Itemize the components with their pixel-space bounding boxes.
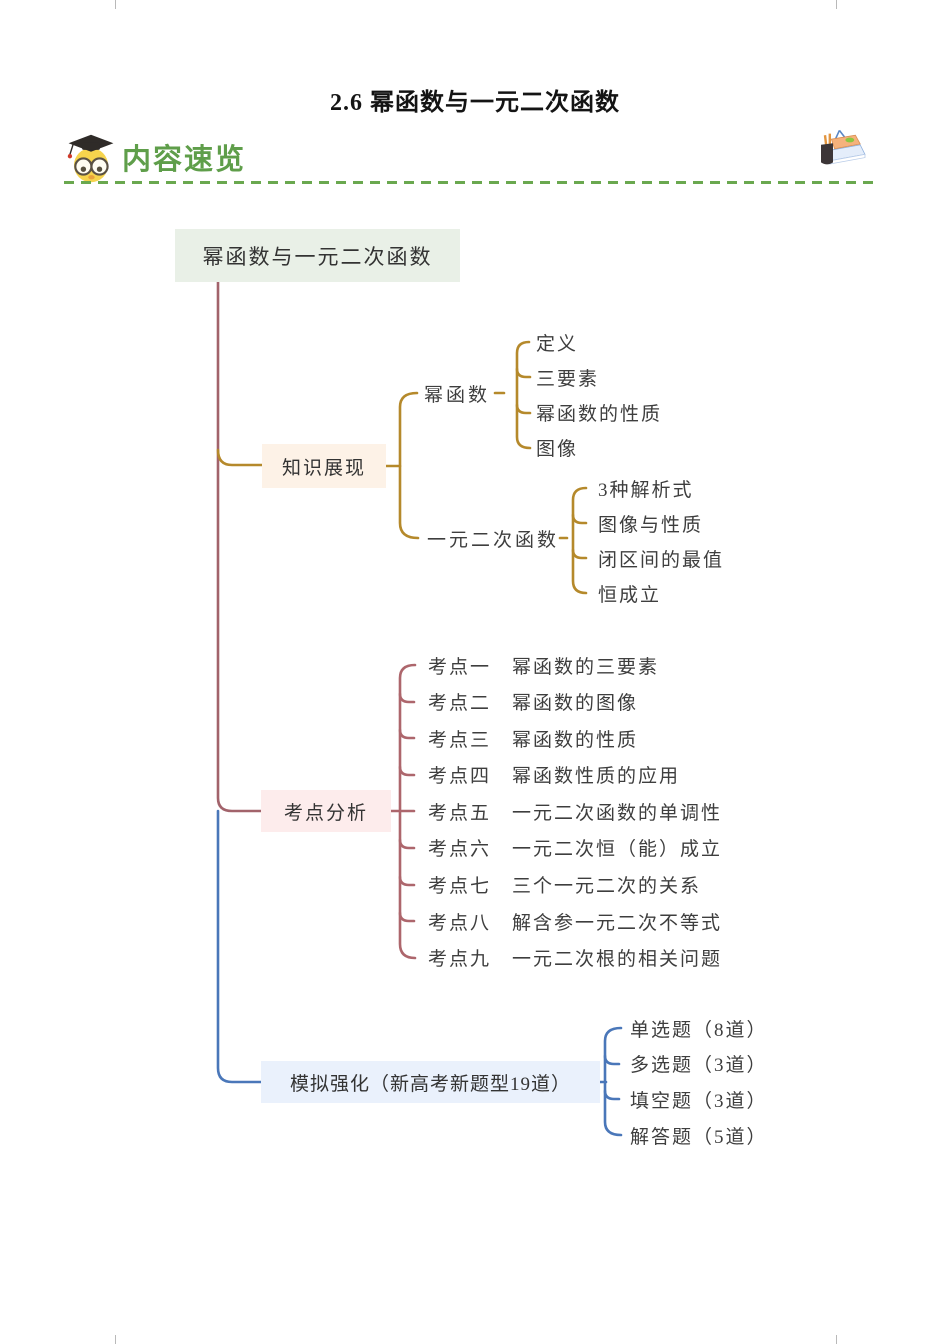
exam-points-list: 考点一 幂函数的三要素考点二 幂函数的图像考点三 幂函数的性质考点四 幂函数性质… bbox=[428, 652, 722, 971]
mindmap-root-node: 幂函数与一元二次函数 bbox=[175, 229, 460, 282]
branch-node-mock-practice: 模拟强化（新高考新题型19道） bbox=[261, 1061, 600, 1103]
mock-question-types: 单选题（8道） 多选题（3道） 填空题（3道） 解答题（5道） bbox=[630, 1015, 768, 1148]
exam-point-item: 考点七 三个一元二次的关系 bbox=[428, 876, 702, 898]
text-boundary-mark bbox=[836, 0, 837, 9]
quadratic-function-child: 3种解析式 bbox=[598, 479, 694, 501]
text-boundary-mark bbox=[115, 0, 116, 9]
power-function-child: 图像 bbox=[536, 439, 579, 461]
quadratic-function-child: 恒成立 bbox=[598, 584, 662, 606]
quadratic-function-child: 图像与性质 bbox=[598, 514, 704, 536]
quadratic-function-children: 3种解析式图像与性质闭区间的最值恒成立 bbox=[598, 475, 724, 606]
exam-point-item: 考点三 幂函数的性质 bbox=[428, 729, 639, 751]
branch-node-knowledge: 知识展现 bbox=[262, 444, 386, 488]
text-boundary-mark bbox=[836, 1335, 837, 1344]
question-type-item: 多选题（3道） bbox=[630, 1055, 768, 1077]
dashed-divider bbox=[64, 181, 876, 184]
exam-point-item: 考点六 一元二次恒（能）成立 bbox=[428, 839, 723, 861]
power-function-child: 三要素 bbox=[536, 368, 600, 390]
books-stationery-icon bbox=[812, 124, 870, 177]
page-title: 2.6 幂函数与一元二次函数 bbox=[330, 90, 620, 116]
question-type-item: 解答题（5道） bbox=[630, 1126, 768, 1148]
exam-point-item: 考点九 一元二次根的相关问题 bbox=[428, 949, 723, 971]
power-function-child: 幂函数的性质 bbox=[536, 404, 663, 426]
quadratic-function-child: 闭区间的最值 bbox=[598, 549, 725, 571]
power-function-children: 定义三要素幂函数的性质图像 bbox=[536, 329, 662, 461]
owl-graduate-icon bbox=[64, 132, 118, 189]
text-boundary-mark bbox=[115, 1335, 116, 1344]
exam-point-item: 考点二 幂函数的图像 bbox=[428, 693, 639, 715]
subnode-quadratic-function: 一元二次函数 bbox=[427, 529, 560, 551]
question-type-item: 单选题（8道） bbox=[630, 1019, 768, 1041]
question-type-item: 填空题（3道） bbox=[630, 1090, 768, 1112]
exam-point-item: 考点四 幂函数性质的应用 bbox=[428, 766, 681, 788]
subnode-power-function: 幂函数 bbox=[424, 384, 491, 406]
banner-label: 内容速览 bbox=[122, 144, 247, 176]
branch-node-exam-points: 考点分析 bbox=[261, 790, 391, 832]
exam-point-item: 考点八 解含参一元二次不等式 bbox=[428, 912, 723, 934]
content-overview-banner: 内容速览 bbox=[64, 129, 876, 183]
exam-point-item: 考点五 一元二次函数的单调性 bbox=[428, 802, 723, 824]
exam-point-item: 考点一 幂函数的三要素 bbox=[428, 656, 660, 678]
power-function-child: 定义 bbox=[536, 333, 579, 355]
